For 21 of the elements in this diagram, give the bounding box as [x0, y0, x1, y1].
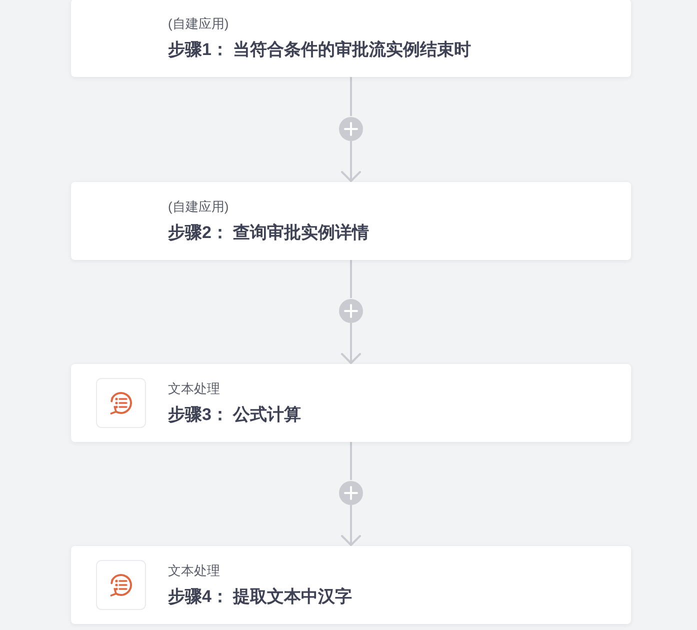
- step-card: [71, 364, 631, 442]
- step-title: 步骤3： 公式计算: [168, 404, 302, 426]
- app-label: (自建应用): [168, 199, 229, 215]
- step-card: [71, 546, 631, 624]
- add-icon: [339, 299, 363, 323]
- app-label: (自建应用): [168, 16, 229, 32]
- step-title: 步骤4： 提取文本中汉字: [168, 586, 352, 608]
- connector-line: [350, 260, 352, 298]
- arrow: [341, 505, 361, 546]
- step-title: 步骤2： 查询审批实例详情: [168, 222, 370, 244]
- connector-line: [350, 77, 352, 116]
- app-label: 文本处理: [168, 381, 220, 397]
- step-card: [71, 0, 631, 77]
- step-title: 步骤1： 当符合条件的审批流实例结束时: [168, 39, 472, 61]
- connector-line: [350, 442, 352, 480]
- arrow: [341, 141, 361, 182]
- arrow: [341, 323, 361, 364]
- add-icon: [339, 117, 363, 141]
- add-icon: [339, 481, 363, 505]
- step-card: [71, 182, 631, 260]
- app-label: 文本处理: [168, 563, 220, 579]
